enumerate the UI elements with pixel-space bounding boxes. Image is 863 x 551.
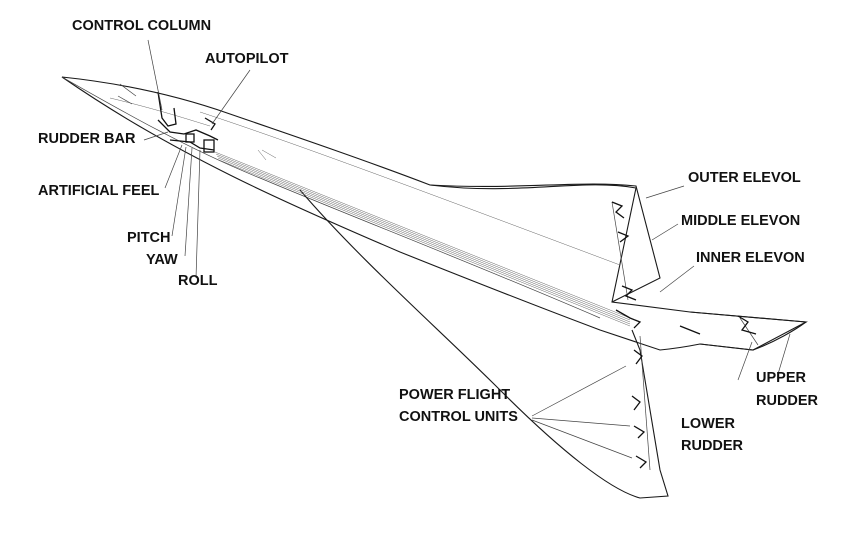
label-yaw: YAW: [146, 252, 178, 268]
label-power-flight-line1: POWER FLIGHT: [399, 387, 511, 403]
lower-wing-outline: [299, 189, 669, 499]
label-pitch: PITCH: [127, 230, 171, 246]
label-autopilot: AUTOPILOT: [205, 51, 289, 67]
label-outer-elevol: OUTER ELEVOL: [688, 170, 801, 186]
label-upper-rudder-line2: RUDDER: [756, 393, 819, 409]
upper-wing-hinge-line: [611, 201, 629, 301]
lower-wing-hinge-line: [639, 335, 651, 471]
label-control-column: CONTROL COLUMN: [72, 18, 212, 34]
fuselage-stringer-upper: [199, 111, 621, 266]
fuselage-belly-line: [61, 76, 601, 319]
label-inner-elevon: INNER ELEVON: [696, 250, 805, 266]
label-rudder-bar: RUDDER BAR: [38, 131, 136, 147]
upper-wing-outline: [429, 183, 661, 303]
label-power-flight-line2: CONTROL UNITS: [399, 409, 518, 425]
control-cable-bundle: [214, 151, 631, 327]
label-roll: ROLL: [178, 273, 218, 289]
leader-lines: [143, 39, 791, 459]
power-flight-control-units-drawing: [611, 201, 757, 469]
label-upper-rudder-line1: UPPER: [756, 370, 806, 386]
label-lower-rudder-line1: LOWER: [681, 416, 735, 432]
label-artificial-feel: ARTIFICIAL FEEL: [38, 183, 160, 199]
fuselage-stringer-lower: [109, 97, 211, 127]
label-middle-elevon: MIDDLE ELEVON: [681, 213, 801, 229]
cabin-door-marks: [257, 149, 277, 161]
cockpit-window: [117, 83, 137, 105]
label-lower-rudder-line2: RUDDER: [681, 438, 744, 454]
cockpit-control-mechanism: [157, 91, 219, 153]
tail-fin-outline: [689, 311, 808, 351]
